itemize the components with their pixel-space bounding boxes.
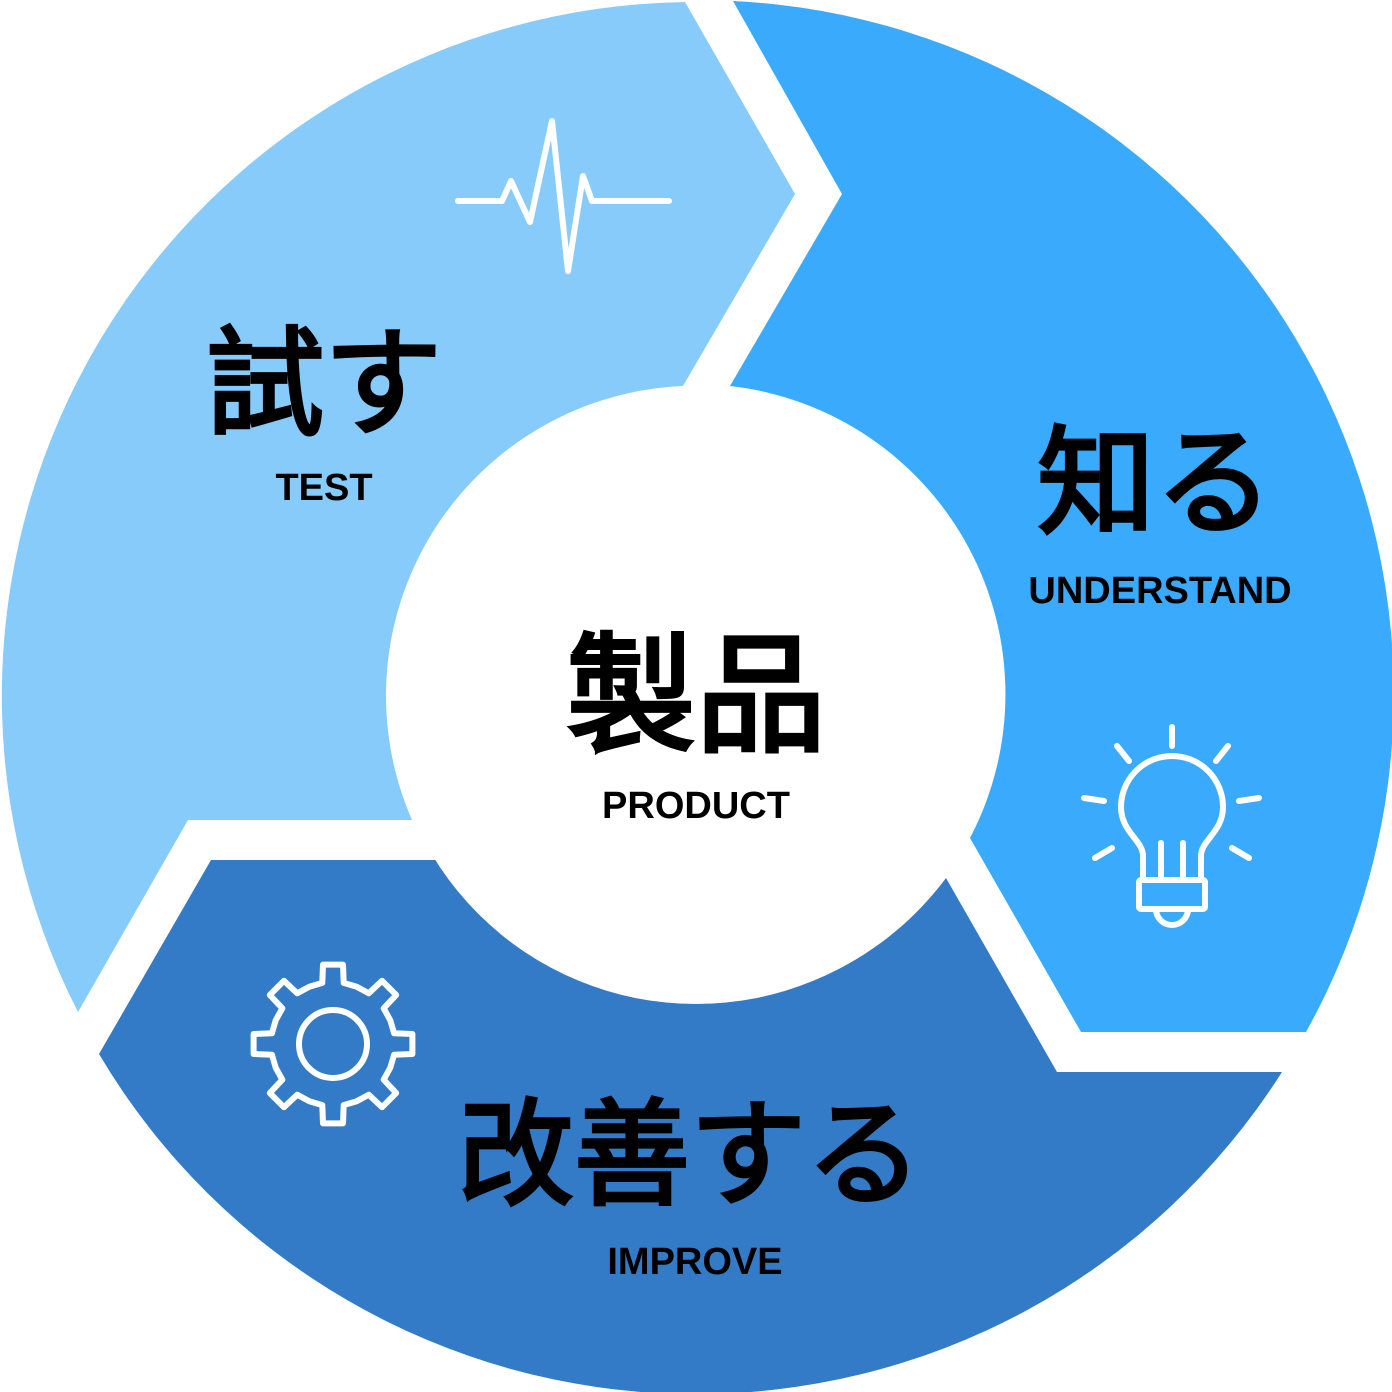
segment-understand-label-en: UNDERSTAND [1028, 570, 1291, 612]
segment-test-label-en: TEST [275, 467, 372, 509]
segment-improve-label-en: IMPROVE [607, 1241, 782, 1283]
center-title-en: PRODUCT [602, 785, 790, 827]
segment-understand-label-jp: 知る [1037, 414, 1273, 552]
center-title-jp: 製品 [566, 620, 826, 772]
center-circle [388, 388, 1004, 1004]
segment-understand [730, 1, 1392, 1032]
gear-icon [250, 961, 416, 1127]
pulse-icon [455, 118, 672, 274]
segment-test-label-jp: 試す [206, 315, 442, 453]
segment-test [1, 2, 796, 1012]
segment-improve-label-jp: 改善する [458, 1088, 922, 1223]
lightbulb-icon [1081, 724, 1262, 928]
